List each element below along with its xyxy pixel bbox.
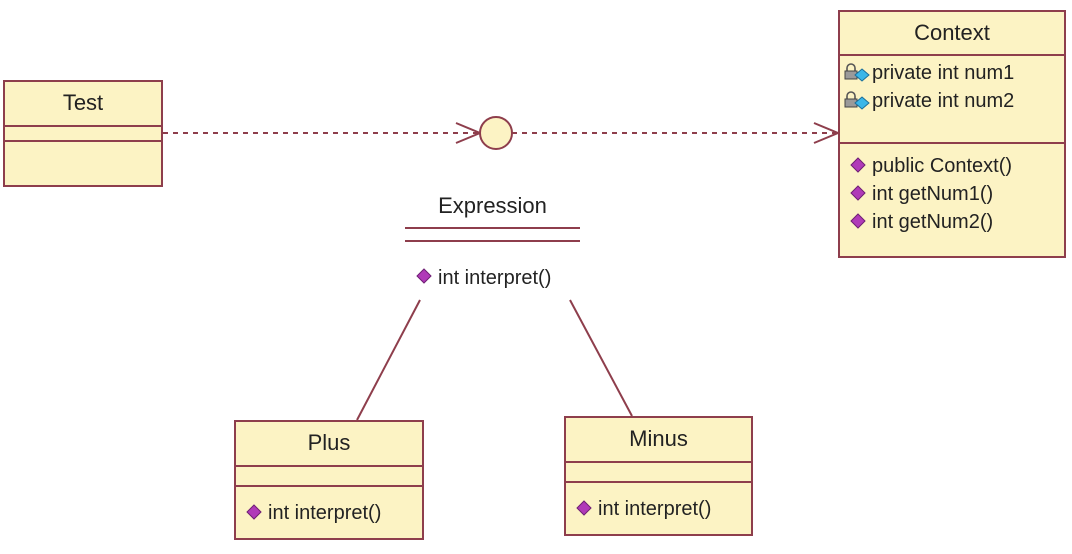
attribute-row: private int num2 xyxy=(840,87,1064,115)
locked-field-icon xyxy=(844,63,870,82)
attribute-row: private int num1 xyxy=(840,59,1064,87)
realization-plus xyxy=(356,299,421,421)
class-test[interactable]: Test xyxy=(3,80,163,187)
operation-row: int interpret() xyxy=(236,499,422,527)
attributes-section xyxy=(236,467,422,487)
class-name: Test xyxy=(5,82,161,127)
operations-section: int interpret() xyxy=(566,483,751,523)
operation-text: int getNum2() xyxy=(872,211,994,233)
operation-text: int getNum1() xyxy=(872,183,994,205)
operations-section: int interpret() xyxy=(236,487,422,527)
operation-row: int getNum2() xyxy=(840,208,1064,236)
expression-interface-lollipop xyxy=(479,116,513,150)
public-method-icon xyxy=(850,157,866,173)
class-name: Plus xyxy=(236,422,422,467)
class-plus[interactable]: Plus int interpret() xyxy=(234,420,424,540)
operation-text: int interpret() xyxy=(268,502,382,524)
operation-row: public Context() xyxy=(840,152,1064,180)
attribute-text: private int num2 xyxy=(872,90,1015,112)
public-method-icon xyxy=(576,500,592,516)
interface-operation-row: int interpret() xyxy=(410,264,551,292)
operation-text: int interpret() xyxy=(438,267,552,289)
operation-row: int getNum1() xyxy=(840,180,1064,208)
operation-row: int interpret() xyxy=(566,495,751,523)
class-name: Minus xyxy=(566,418,751,463)
operation-text: int interpret() xyxy=(598,498,712,520)
public-method-icon xyxy=(850,213,866,229)
attributes-section xyxy=(5,127,161,142)
class-name: Context xyxy=(840,12,1064,56)
operations-section: public Context() int getNum1() int getNu… xyxy=(840,144,1064,236)
operation-text: public Context() xyxy=(872,155,1013,177)
attribute-text: private int num1 xyxy=(872,62,1015,84)
attributes-section: private int num1 private int num2 xyxy=(840,56,1064,144)
public-method-icon xyxy=(416,268,432,284)
class-minus[interactable]: Minus int interpret() xyxy=(564,416,753,536)
locked-field-icon xyxy=(844,91,870,110)
public-method-icon xyxy=(246,504,262,520)
interface-expression-name[interactable]: Expression xyxy=(438,193,547,218)
public-method-icon xyxy=(850,185,866,201)
realization-minus xyxy=(569,299,633,417)
attributes-section xyxy=(566,463,751,483)
class-context[interactable]: Context private int num1 private int num… xyxy=(838,10,1066,258)
